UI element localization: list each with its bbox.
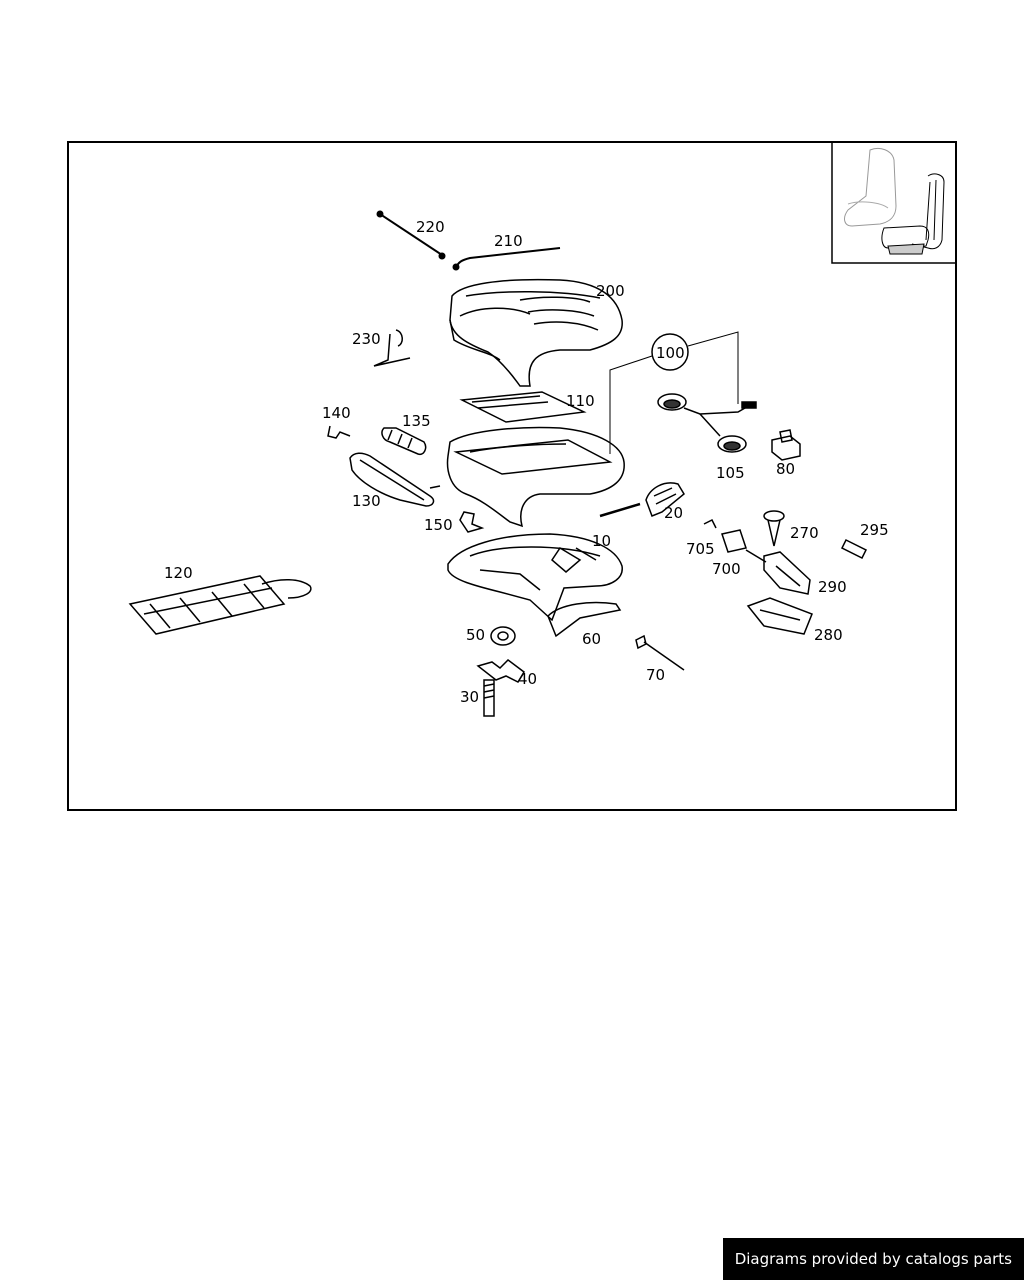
label-100: 100 [656,344,685,362]
part-105-speakers [657,393,757,453]
part-220-wire-pin [376,210,446,260]
label-230: 230 [352,330,381,348]
part-40-bracket [476,659,525,683]
part-80-clip [771,429,801,461]
part-10-seat-frame [447,502,641,622]
label-70: 70 [646,666,665,684]
label-10: 10 [592,532,611,550]
part-200-seat-cover [449,278,623,387]
part-280-cover [746,597,813,635]
label-140: 140 [322,404,351,422]
label-40: 40 [518,670,537,688]
part-210-wire [452,247,561,271]
footer-credit: Diagrams provided by catalogs parts [722,1238,1024,1280]
label-135: 135 [402,412,431,430]
part-30-bolt [483,679,495,717]
part-295-bulb [840,538,868,560]
part-290-switch-housing [763,551,811,595]
part-60-trim [547,601,622,638]
part-705-700-switch [703,518,767,563]
label-200: 200 [596,282,625,300]
label-20: 20 [664,504,683,522]
label-290: 290 [818,578,847,596]
label-270: 270 [790,524,819,542]
part-70-screw [635,634,685,671]
part-135-actuator [381,427,427,456]
part-230-hook [373,329,411,367]
seat-thumbnail-inset [831,142,956,264]
label-30: 30 [460,688,479,706]
part-270-clip [763,510,785,547]
part-50-nut [490,626,516,646]
label-150: 150 [424,516,453,534]
diagram-frame [67,141,957,811]
part-20-cover [645,482,685,517]
label-700: 700 [712,560,741,578]
label-50: 50 [466,626,485,644]
part-seat-cushion-foam [446,426,625,528]
label-705: 705 [686,540,715,558]
label-295: 295 [860,521,889,539]
part-110-heating-pad [459,391,587,423]
label-60: 60 [582,630,601,648]
label-120: 120 [164,564,193,582]
label-210: 210 [494,232,523,250]
label-100-leader [609,331,739,454]
label-280: 280 [814,626,843,644]
label-105: 105 [716,464,745,482]
label-110: 110 [566,392,595,410]
label-80: 80 [776,460,795,478]
part-140-clip [327,425,351,439]
part-120-seat-mat [128,575,312,635]
part-130-side-trim [349,452,441,507]
label-220: 220 [416,218,445,236]
label-130: 130 [352,492,381,510]
part-150-bracket [459,511,485,533]
